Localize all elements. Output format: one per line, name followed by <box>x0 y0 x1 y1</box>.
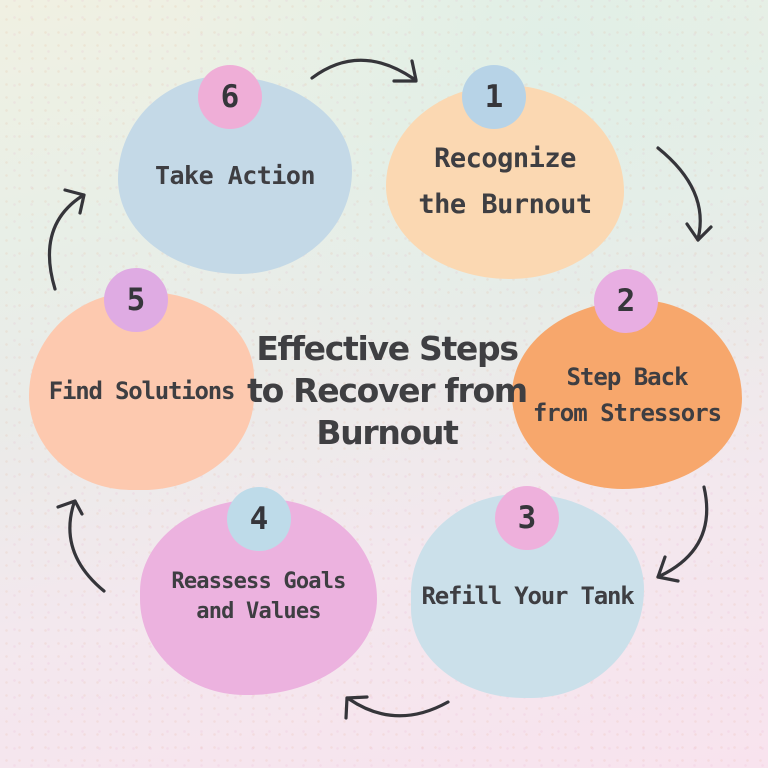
step-number: 4 <box>249 501 269 537</box>
step-label: Take Action <box>154 160 316 190</box>
step-label: and Values <box>196 599 321 624</box>
title-line: to Recover from <box>247 371 528 410</box>
arrow-5-to-6-icon <box>47 188 86 291</box>
title-line: Effective Steps <box>256 329 519 368</box>
step-number-badge-3: 3 <box>495 486 559 550</box>
step-number-badge-4: 4 <box>227 487 291 551</box>
arrow-4-to-5-icon <box>56 499 106 593</box>
arrow-3-to-4-icon <box>344 695 450 720</box>
step-number: 2 <box>616 283 636 319</box>
step-number-badge-1: 1 <box>462 65 526 129</box>
step-number: 6 <box>220 79 240 115</box>
step-number: 5 <box>126 282 146 318</box>
arrow-2-to-3-icon <box>656 485 709 583</box>
step-label: from Stressors <box>532 398 722 427</box>
arrow-1-to-2-icon <box>656 146 713 242</box>
diagram-title: Effective Steps to Recover from Burnout <box>237 328 537 454</box>
step-label: Recognize <box>434 143 576 175</box>
step-number: 3 <box>517 500 537 536</box>
step-blob-3-refill-your-tank: Refill Your Tank <box>411 494 644 698</box>
step-number-badge-2: 2 <box>594 269 658 333</box>
step-number-badge-5: 5 <box>104 268 168 332</box>
step-label: Step Back <box>566 362 688 391</box>
step-label: the Burnout <box>418 189 592 220</box>
step-number-badge-6: 6 <box>198 65 262 129</box>
arrow-6-to-1-icon <box>310 58 418 83</box>
step-label: Refill Your Tank <box>421 582 635 610</box>
step-label: Reassess Goals <box>171 569 346 595</box>
step-label: Find Solutions <box>48 377 236 405</box>
step-blob-5-find-solutions: Find Solutions <box>29 292 254 490</box>
title-line: Burnout <box>316 413 459 452</box>
step-number: 1 <box>484 79 504 115</box>
